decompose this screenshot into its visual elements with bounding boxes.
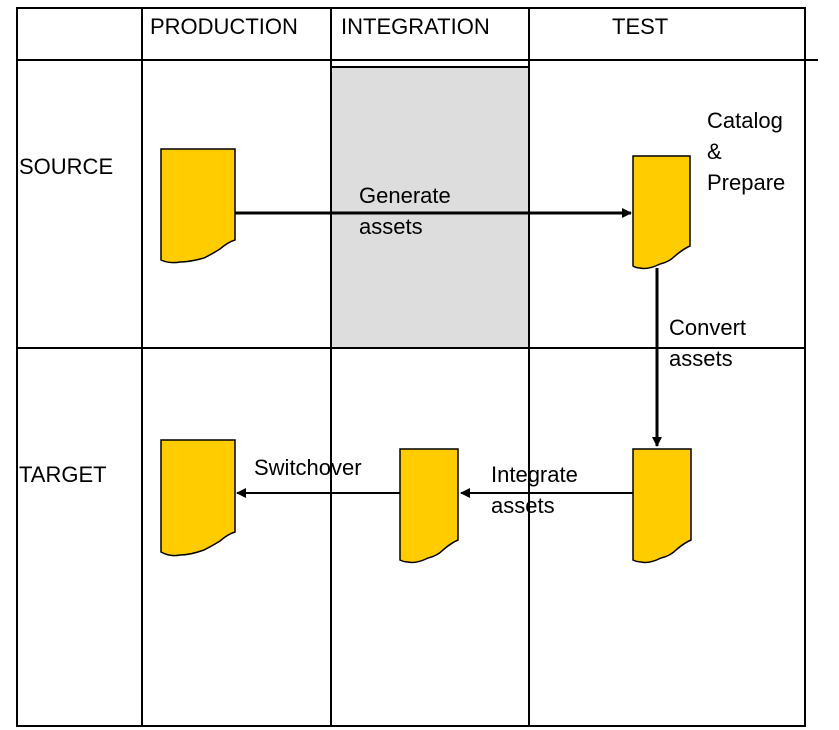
label-integrate-line2: assets [491,493,555,518]
label-catalog-line1: Catalog [707,108,783,133]
label-convert-line2: assets [669,346,733,371]
document-test-target [632,448,692,564]
row-header-target: TARGET [19,462,107,487]
highlight-cell-source-integration [331,67,529,348]
document-integration-target [399,448,459,564]
grid [16,7,818,727]
document-production-target [160,439,236,557]
document-production-source [160,148,236,264]
column-header-integration: INTEGRATION [341,14,490,39]
label-generate-line2: assets [359,214,423,239]
label-catalog-line2: & [707,139,722,164]
column-header-production: PRODUCTION [150,14,298,39]
label-generate-line1: Generate [359,183,451,208]
column-header-test: TEST [612,14,669,39]
label-catalog-line3: Prepare [707,170,786,195]
label-convert-line1: Convert [669,315,747,340]
document-test-source [632,155,691,270]
label-switchover: Switchover [254,455,362,480]
row-header-source: SOURCE [19,154,114,179]
label-integrate-line1: Integrate [491,462,578,487]
